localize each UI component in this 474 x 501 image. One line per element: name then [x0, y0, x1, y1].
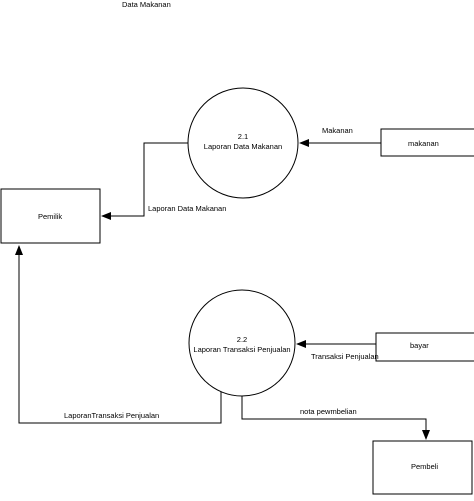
entity-makanan[interactable]: makanan: [380, 128, 474, 157]
process-2-2-name: Laporan Transaksi Penjualan: [193, 345, 290, 354]
entity-pembeli[interactable]: Pembeli: [372, 440, 473, 495]
entity-bayar-label: bayar: [410, 341, 429, 350]
process-2-1[interactable]: 2.1 Laporan Data Makanan: [187, 87, 299, 199]
flow-laporan-data-makanan-label: Laporan Data Makanan: [148, 204, 226, 213]
entity-pemilik[interactable]: Pemilik: [0, 188, 101, 244]
entity-bayar[interactable]: bayar: [375, 332, 474, 362]
flow-transaksi-penjualan-label: Transaksi Penjualan: [311, 352, 379, 361]
flow-bayar-to-process-2-2: Transaksi Penjualan: [296, 340, 379, 361]
flow-makanan-label: Makanan: [322, 126, 353, 135]
flow-process-2-2-to-pemilik: LaporanTransaksi Penjualan: [15, 245, 222, 424]
entity-pembeli-label: Pembeli: [411, 462, 438, 471]
process-2-1-id: 2.1: [238, 132, 248, 141]
flow-nota-pembelian-label: nota pewmbelian: [300, 407, 357, 416]
process-2-2-id: 2.2: [237, 335, 247, 344]
entity-makanan-label: makanan: [408, 139, 439, 148]
flow-laporan-transaksi-penjualan-label: LaporanTransaksi Penjualan: [64, 411, 159, 420]
entity-pemilik-label: Pemilik: [38, 212, 62, 221]
flow-process-2-1-to-pemilik: Laporan Data Makanan: [101, 142, 226, 220]
diagram-title: Data Makanan: [122, 0, 171, 9]
flow-process-2-2-to-pembeli: nota pewmbelian: [241, 396, 430, 440]
process-2-1-name: Laporan Data Makanan: [204, 142, 282, 151]
flow-makanan-to-process-2-1: Makanan: [299, 126, 381, 147]
process-2-2[interactable]: 2.2 Laporan Transaksi Penjualan: [188, 289, 296, 397]
